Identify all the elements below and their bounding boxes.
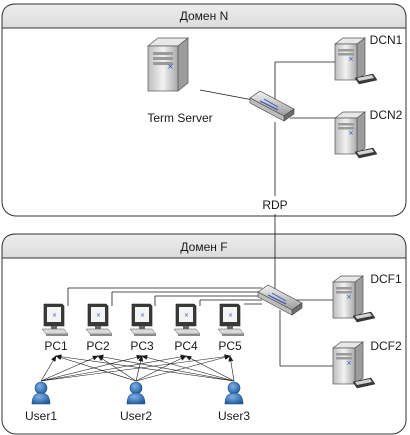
dcn2-server: DCN2 [334,108,403,159]
pc-4: PC4 [173,303,201,353]
user-1: User1 [25,381,57,423]
user-3-pc-2-link [97,355,235,382]
user-2-pc-4-link [135,355,187,382]
dcf2-label: DCF2 [370,339,402,353]
user-1-label: User1 [25,409,57,423]
user-pc-links [40,354,235,382]
pc-4-label: PC4 [174,339,198,353]
user-2-label: User2 [120,409,152,423]
term-server-label: Term Server [147,111,212,125]
user-3-pc-1-link [55,355,235,382]
user-2-pc-2-link [97,355,137,382]
arrow-head [136,354,143,360]
arrow-head [228,355,234,362]
user-2: User2 [120,381,152,423]
arrow-head [141,355,148,360]
arrow-head [97,354,104,360]
domain-n-title: Домен N [180,9,229,23]
user-1-pc-2-link [40,355,99,382]
dcf1-label: DCF1 [370,272,402,286]
connections [67,61,335,367]
term-server: Term Server [147,37,213,125]
domain-n-box: Домен N [1,3,407,217]
user-3-label: User3 [218,409,250,423]
dcf1-server: DCF1 [332,272,402,323]
user-3: User3 [218,381,250,423]
pc-2: PC2 [85,303,113,353]
pc-1-label: PC1 [44,339,68,353]
dcn2-label: DCN2 [370,108,403,122]
pc-2-label: PC2 [86,339,110,353]
rdp-label: RDP [262,198,287,212]
arrow-head [224,355,231,360]
pc-5-label: PC5 [218,339,242,353]
arrow-head [138,355,144,362]
dcf2-server: DCF2 [332,339,402,389]
arrow-head [180,355,187,361]
user-2-pc-1-link [55,355,137,382]
user-2-pc-5-link [135,355,231,382]
domain-f-box: Домен F [1,233,407,435]
arrow-head [51,355,57,362]
user-3-pc-4-link [185,355,235,382]
dcn1-label: DCN1 [370,33,403,47]
domain-f-title: Домен F [180,240,227,254]
dcn1-server: DCN1 [334,33,403,85]
pc-3-label: PC3 [130,339,154,353]
user-1-pc-3-link [40,355,143,382]
pc-3: PC3 [129,303,157,353]
pc-1: PC1 [41,303,69,353]
arrow-head [55,354,62,360]
arrow-head [92,355,99,361]
user-3-pc-3-link [141,355,235,382]
user-1-pc-4-link [40,355,187,382]
pc-5: PC5 [217,303,245,353]
arrow-head [185,355,192,361]
user-1-pc-5-link [40,355,231,382]
